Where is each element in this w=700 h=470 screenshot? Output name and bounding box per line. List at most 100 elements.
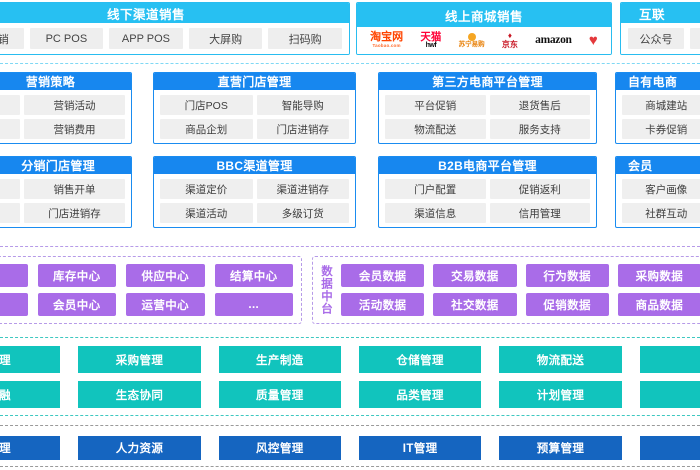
cell-product-planning[interactable]: 商品企划: [160, 119, 253, 139]
cell-store-pos[interactable]: 门店POS: [160, 95, 253, 115]
cell-mall-site-building[interactable]: 商城建站: [622, 95, 700, 115]
pill-procurement-management[interactable]: 采购管理: [78, 346, 201, 373]
heart-logo[interactable]: ♥: [588, 32, 598, 49]
cell-service-support[interactable]: 服务支持: [489, 119, 590, 139]
panel-title: 线下渠道销售: [0, 3, 349, 23]
cell-store-inventory-2[interactable]: 门店进销存: [24, 203, 125, 223]
cell-logistics-delivery[interactable]: 物流配送: [385, 119, 486, 139]
pill-transaction-data[interactable]: 交易数据: [433, 264, 517, 287]
cell-coupon-promotion[interactable]: 卡券促销: [622, 119, 700, 139]
pill-teal-clipped-right-1[interactable]: [639, 346, 700, 373]
cell-blank-a2[interactable]: [0, 119, 20, 139]
cell-blank-c1[interactable]: [0, 179, 20, 199]
panel-cells: 平台促销 退货售后 物流配送 服务支持: [379, 90, 596, 143]
cell-platform-promotion[interactable]: 平台促销: [385, 95, 486, 115]
divider-above-support-layer: [0, 425, 700, 426]
panel-title: BBC渠道管理: [154, 157, 355, 174]
pill-human-resources[interactable]: 人力资源: [78, 436, 201, 460]
panel-b2b-ecommerce-platform-management[interactable]: B2B电商平台管理 门户配置 促销返利 渠道信息 信用管理: [378, 156, 597, 228]
panel-direct-store-management[interactable]: 直营门店管理 门店POS 智能导购 商品企划 门店进销存: [153, 72, 356, 144]
panel-bbc-channel-management[interactable]: BBC渠道管理 渠道定价 渠道进销存 渠道活动 多级订货: [153, 156, 356, 228]
chip-scan-code-purchase[interactable]: 扫码购: [268, 28, 342, 49]
pill-navy-clipped-right[interactable]: [639, 436, 700, 460]
panel-title: B2B电商平台管理: [379, 157, 596, 174]
cell-store-inventory[interactable]: 门店进销存: [256, 119, 349, 139]
pill-promotion-data[interactable]: 促销数据: [525, 293, 609, 316]
cell-channel-inventory[interactable]: 渠道进销存: [256, 179, 349, 199]
cell-promotion-rebate[interactable]: 促销返利: [489, 179, 590, 199]
panel-cells: 渠道定价 渠道进销存 渠道活动 多级订货: [154, 174, 355, 227]
cell-marketing-campaign[interactable]: 营销活动: [24, 95, 125, 115]
pill-behavior-data[interactable]: 行为数据: [525, 264, 609, 287]
pill-member-center[interactable]: 会员中心: [37, 293, 116, 316]
pill-quality-management[interactable]: 质量管理: [218, 381, 341, 408]
pill-plan-management[interactable]: 计划管理: [499, 381, 622, 408]
chip-big-screen-purchase[interactable]: 大屏购: [188, 28, 263, 49]
cell-smart-guide[interactable]: 智能导购: [256, 95, 349, 115]
pill-social-data[interactable]: 社交数据: [433, 293, 517, 316]
cell-marketing-expense[interactable]: 营销费用: [24, 119, 125, 139]
pill-clipped-2[interactable]: [0, 293, 28, 316]
cell-credit-management[interactable]: 信用管理: [489, 203, 590, 223]
panel-member-management[interactable]: 会员 客户画像 社群互动: [615, 156, 700, 228]
pill-production-manufacturing[interactable]: 生产制造: [218, 346, 341, 373]
pill-logistics-delivery[interactable]: 物流配送: [499, 346, 622, 373]
panel-distribution-store-management[interactable]: 分销门店管理 销售开单 门店进销存: [0, 156, 132, 228]
pill-risk-management[interactable]: 风控管理: [218, 436, 341, 460]
pill-teal-clipped-2[interactable]: 金融: [0, 381, 61, 408]
jd-logo[interactable]: ♦ 京东: [501, 30, 518, 50]
cell-portal-config[interactable]: 门户配置: [385, 179, 486, 199]
pill-more[interactable]: ...: [214, 293, 293, 316]
panel-third-party-ecommerce-platform-management[interactable]: 第三方电商平台管理 平台促销 退货售后 物流配送 服务支持: [378, 72, 597, 144]
pill-operation-center[interactable]: 运营中心: [126, 293, 205, 316]
pill-navy-clipped-1[interactable]: 管理: [0, 436, 61, 460]
cell-return-after-sales[interactable]: 退货售后: [489, 95, 590, 115]
chip-app-pos[interactable]: APP POS: [109, 28, 183, 49]
divider-below-operation-layer: [0, 415, 700, 416]
cell-community-interaction[interactable]: 社群互动: [622, 203, 700, 223]
pill-inventory-center[interactable]: 库存中心: [37, 264, 116, 287]
amazon-logo[interactable]: amazon: [535, 33, 572, 46]
cell-channel-campaign[interactable]: 渠道活动: [160, 203, 253, 223]
pill-supply-center[interactable]: 供应中心: [126, 264, 205, 287]
chip-pc-pos[interactable]: PC POS: [29, 28, 104, 49]
chip-official-account[interactable]: 公众号: [628, 28, 684, 49]
tmall-logo[interactable]: 天猫 hwf: [420, 30, 442, 50]
cell-sales-order[interactable]: 销售开单: [24, 179, 125, 199]
panel-cells: 门店POS 智能导购 商品企划 门店进销存: [154, 90, 355, 143]
panel-cells: 营销活动 营销费用: [0, 90, 131, 143]
panel-marketing-strategy[interactable]: 营销策略 营销活动 营销费用: [0, 72, 132, 144]
cell-channel-info[interactable]: 渠道信息: [385, 203, 486, 223]
suning-dot-icon: [467, 32, 476, 41]
panel-online-mall-sales[interactable]: 线上商城销售 淘宝网 Taobao.com 天猫 hwf 苏宁易购 ♦ 京东: [356, 2, 612, 55]
pill-ecosystem-collaboration[interactable]: 生态协同: [78, 381, 201, 408]
chip-internet-extra[interactable]: [690, 28, 700, 49]
cell-customer-profile[interactable]: 客户画像: [622, 179, 700, 199]
jd-dog-icon: ♦: [507, 30, 512, 40]
panel-title: 线上商城销售: [357, 3, 611, 27]
pill-procurement-data[interactable]: 采购数据: [617, 264, 700, 287]
panel-own-ecommerce[interactable]: 自有电商 商城建站 卡券促销: [615, 72, 700, 144]
cell-multilevel-ordering[interactable]: 多级订货: [256, 203, 349, 223]
chip-mobile-distribution[interactable]: 移动分销: [0, 28, 24, 49]
pill-campaign-data[interactable]: 活动数据: [341, 293, 425, 316]
panel-title: 自有电商: [616, 73, 700, 90]
panel-internet[interactable]: 互联 公众号: [620, 2, 700, 55]
pill-teal-clipped-1[interactable]: 管理: [0, 346, 61, 373]
taobao-logo[interactable]: 淘宝网 Taobao.com: [370, 31, 404, 49]
pill-teal-clipped-right-2[interactable]: [639, 381, 700, 408]
panel-offline-channel-sales[interactable]: 线下渠道销售 移动分销 PC POS APP POS 大屏购 扫码购: [0, 2, 350, 55]
pill-member-data[interactable]: 会员数据: [341, 264, 425, 287]
pill-warehouse-management[interactable]: 仓储管理: [359, 346, 482, 373]
pill-product-data[interactable]: 商品数据: [617, 293, 700, 316]
panel-title: 第三方电商平台管理: [379, 73, 596, 90]
pill-category-management[interactable]: 品类管理: [359, 381, 482, 408]
pill-budget-management[interactable]: 预算管理: [499, 436, 622, 460]
cell-blank-c2[interactable]: [0, 203, 20, 223]
cell-blank-a1[interactable]: [0, 95, 20, 115]
cell-channel-pricing[interactable]: 渠道定价: [160, 179, 253, 199]
pill-settlement-center[interactable]: 结算中心: [214, 264, 293, 287]
suning-logo[interactable]: 苏宁易购: [459, 32, 485, 49]
pill-clipped-1[interactable]: [0, 264, 28, 287]
pill-it-management[interactable]: IT管理: [359, 436, 482, 460]
